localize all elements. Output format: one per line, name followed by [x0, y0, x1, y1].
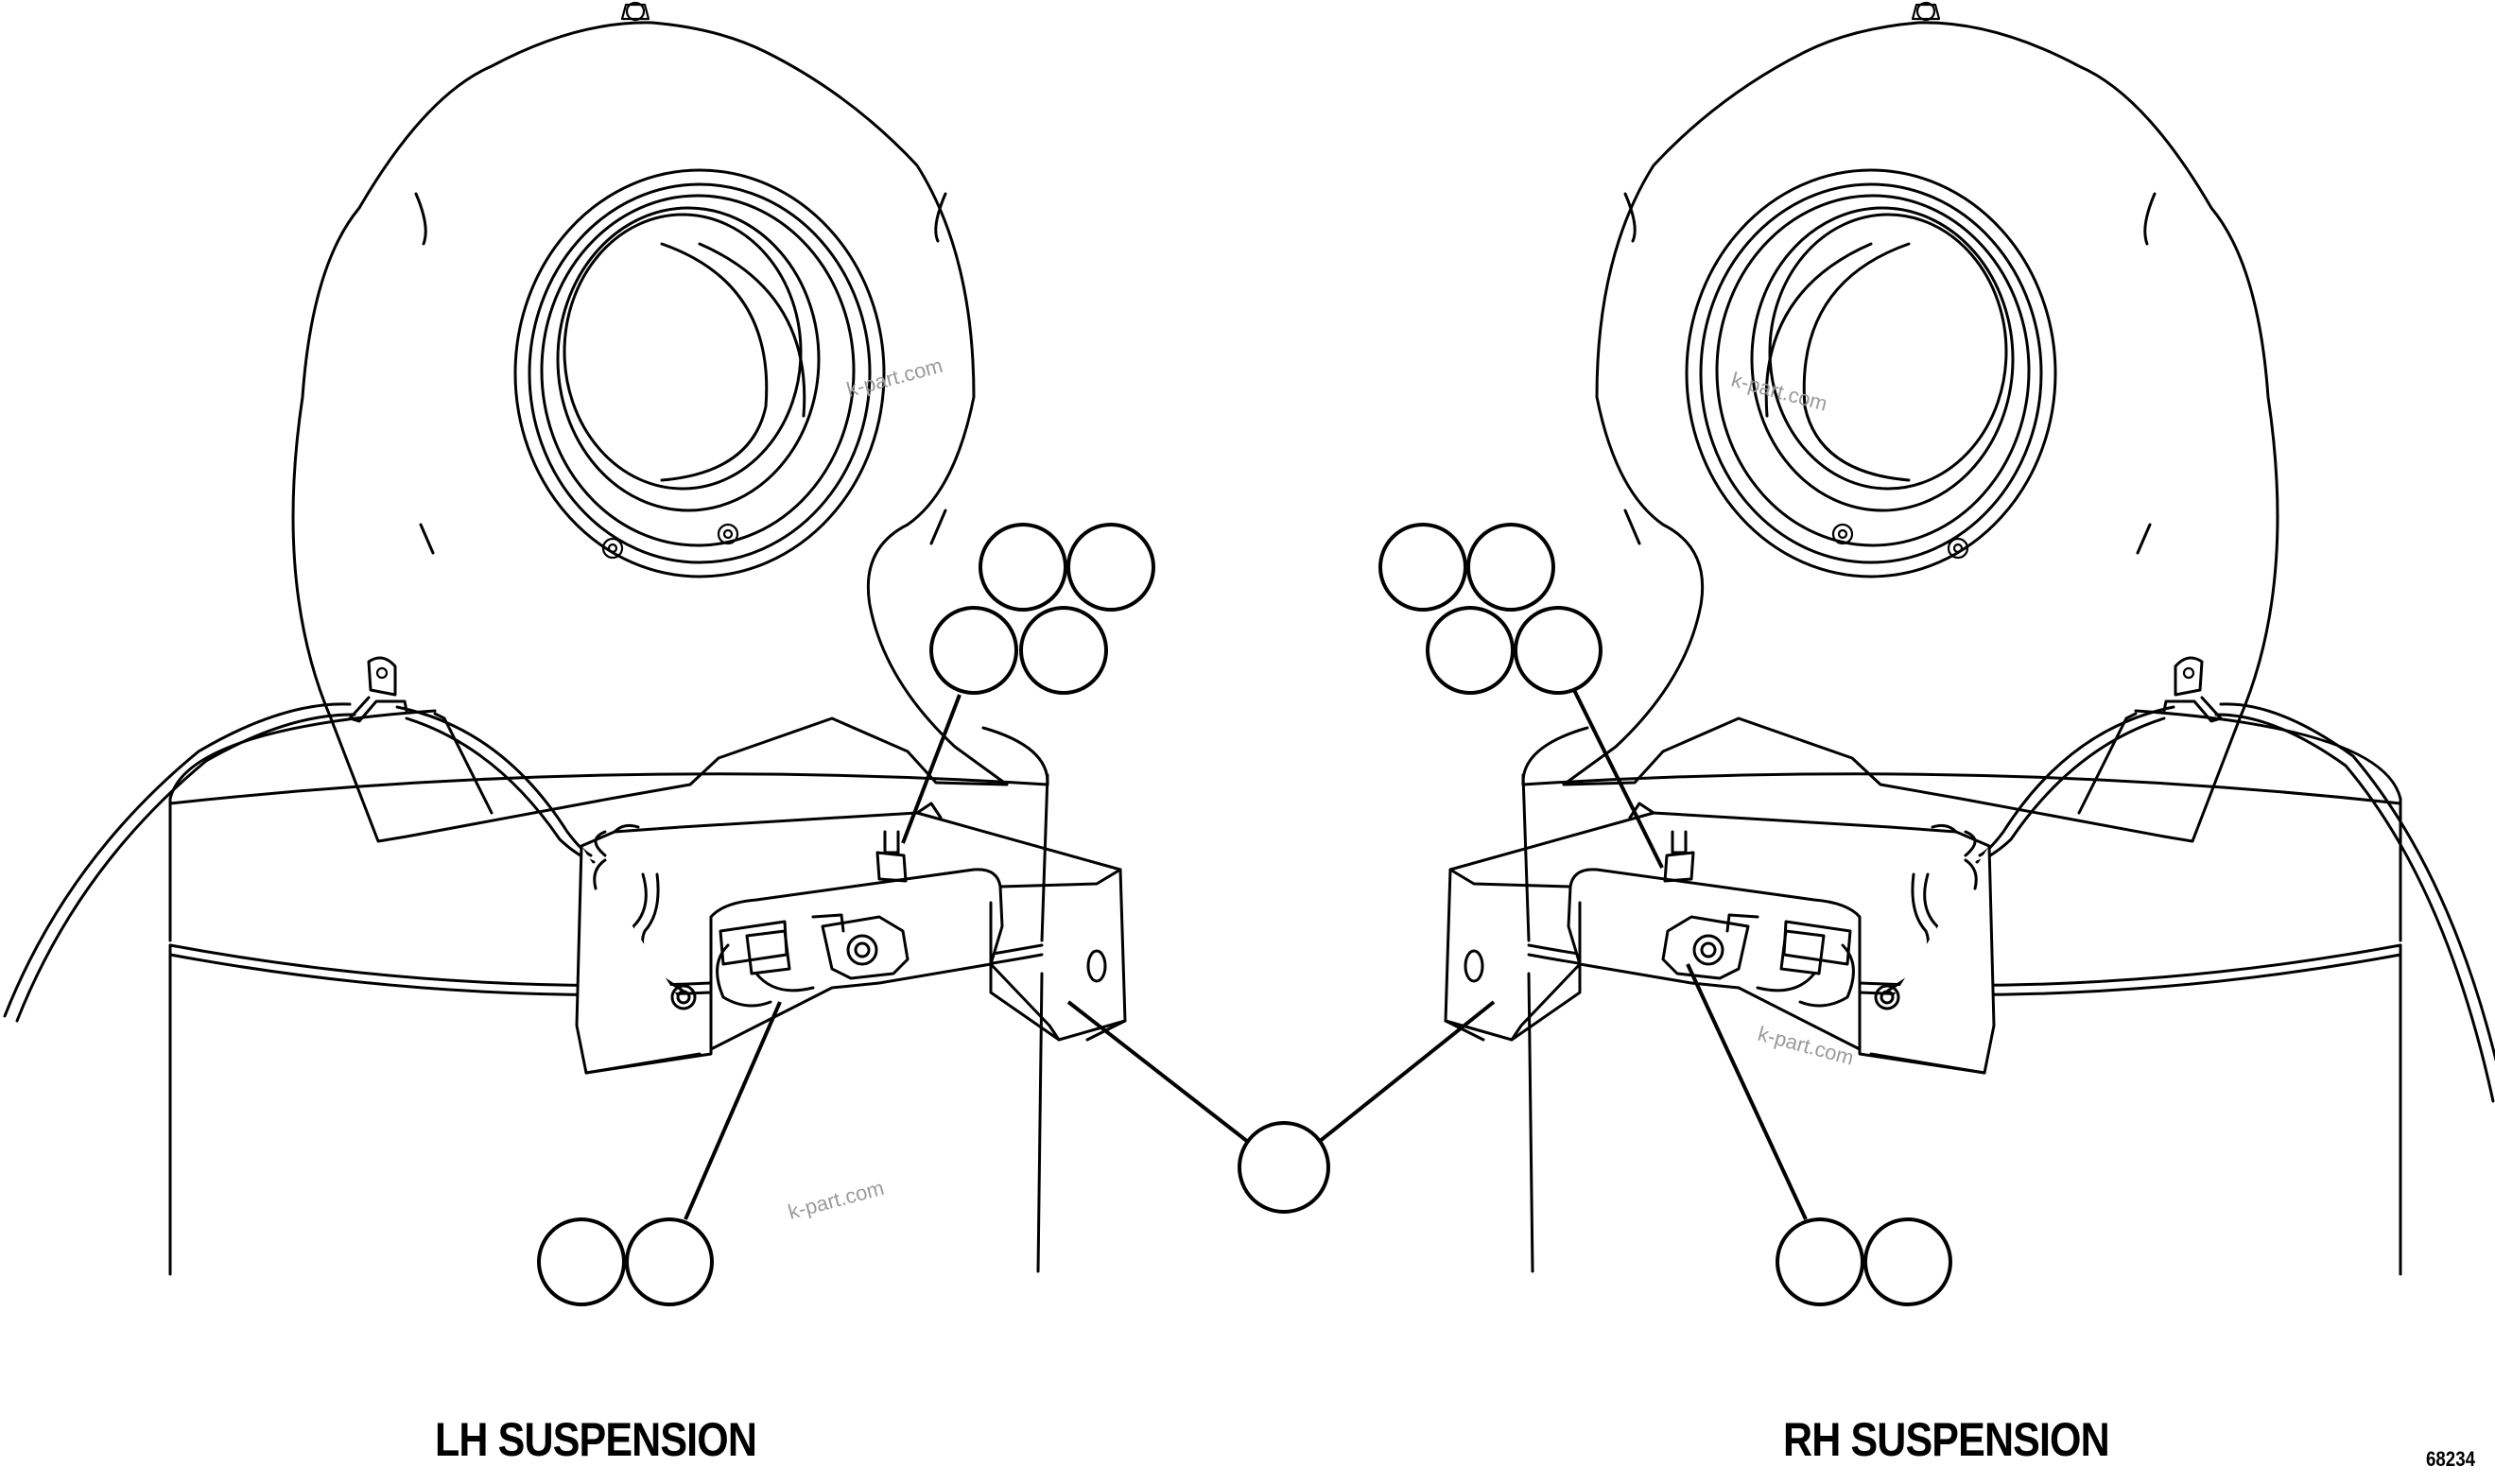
- lh-air-line: [3, 656, 684, 1023]
- center-leader-right: [1317, 1000, 1496, 1144]
- rh-suspension-caption: RH SUSPENSION: [1783, 1413, 2110, 1466]
- lh-callout-bubble: [929, 606, 1018, 695]
- rh-lower-leader: [1686, 963, 1808, 1220]
- lh-callout-bubble: [1019, 606, 1108, 695]
- lh-eye-mount: [291, 1, 1009, 843]
- center-callout-bubble: [1238, 1121, 1330, 1214]
- figure-number: 68234: [2426, 1447, 2476, 1471]
- lh-callout-bubble: [537, 1217, 626, 1306]
- lh-lower-leader: [684, 1001, 782, 1220]
- center-leader-left: [1066, 1000, 1250, 1144]
- rh-callouts: [1378, 523, 1952, 1306]
- rh-upper-callout-group: [1378, 523, 1603, 695]
- rh-suspension-assembly: [1444, 1, 2495, 1276]
- rh-eye-mount: [1562, 1, 2279, 843]
- rh-upper-leader: [1572, 689, 1664, 869]
- rh-lower-callout-group: [1776, 1217, 1952, 1306]
- lh-callout-bubble: [979, 523, 1067, 612]
- lh-upper-callout-group: [929, 523, 1155, 695]
- lh-suspension-caption: LH SUSPENSION: [435, 1413, 757, 1466]
- lh-valve-bracket: [575, 802, 1127, 1075]
- rh-callout-bubble: [1378, 523, 1467, 612]
- lh-lower-callout-group: [537, 1217, 714, 1306]
- rh-callout-bubble: [1863, 1217, 1952, 1306]
- watermark-text: k-part.com: [786, 1176, 887, 1224]
- center-shared-callout: [1066, 1000, 1496, 1214]
- watermark-text: k-part.com: [844, 354, 945, 402]
- lh-callout-bubble: [1066, 523, 1155, 612]
- lh-callout-bubble: [625, 1217, 714, 1306]
- rh-callout-bubble: [1514, 606, 1603, 695]
- rh-callout-bubble: [1776, 1217, 1864, 1306]
- rh-callout-bubble: [1426, 606, 1515, 695]
- lh-suspension-assembly: [3, 1, 1155, 1306]
- rh-callout-bubble: [1466, 523, 1555, 612]
- rh-valve-bracket: [1444, 802, 1996, 1075]
- lh-upper-leader: [901, 694, 962, 844]
